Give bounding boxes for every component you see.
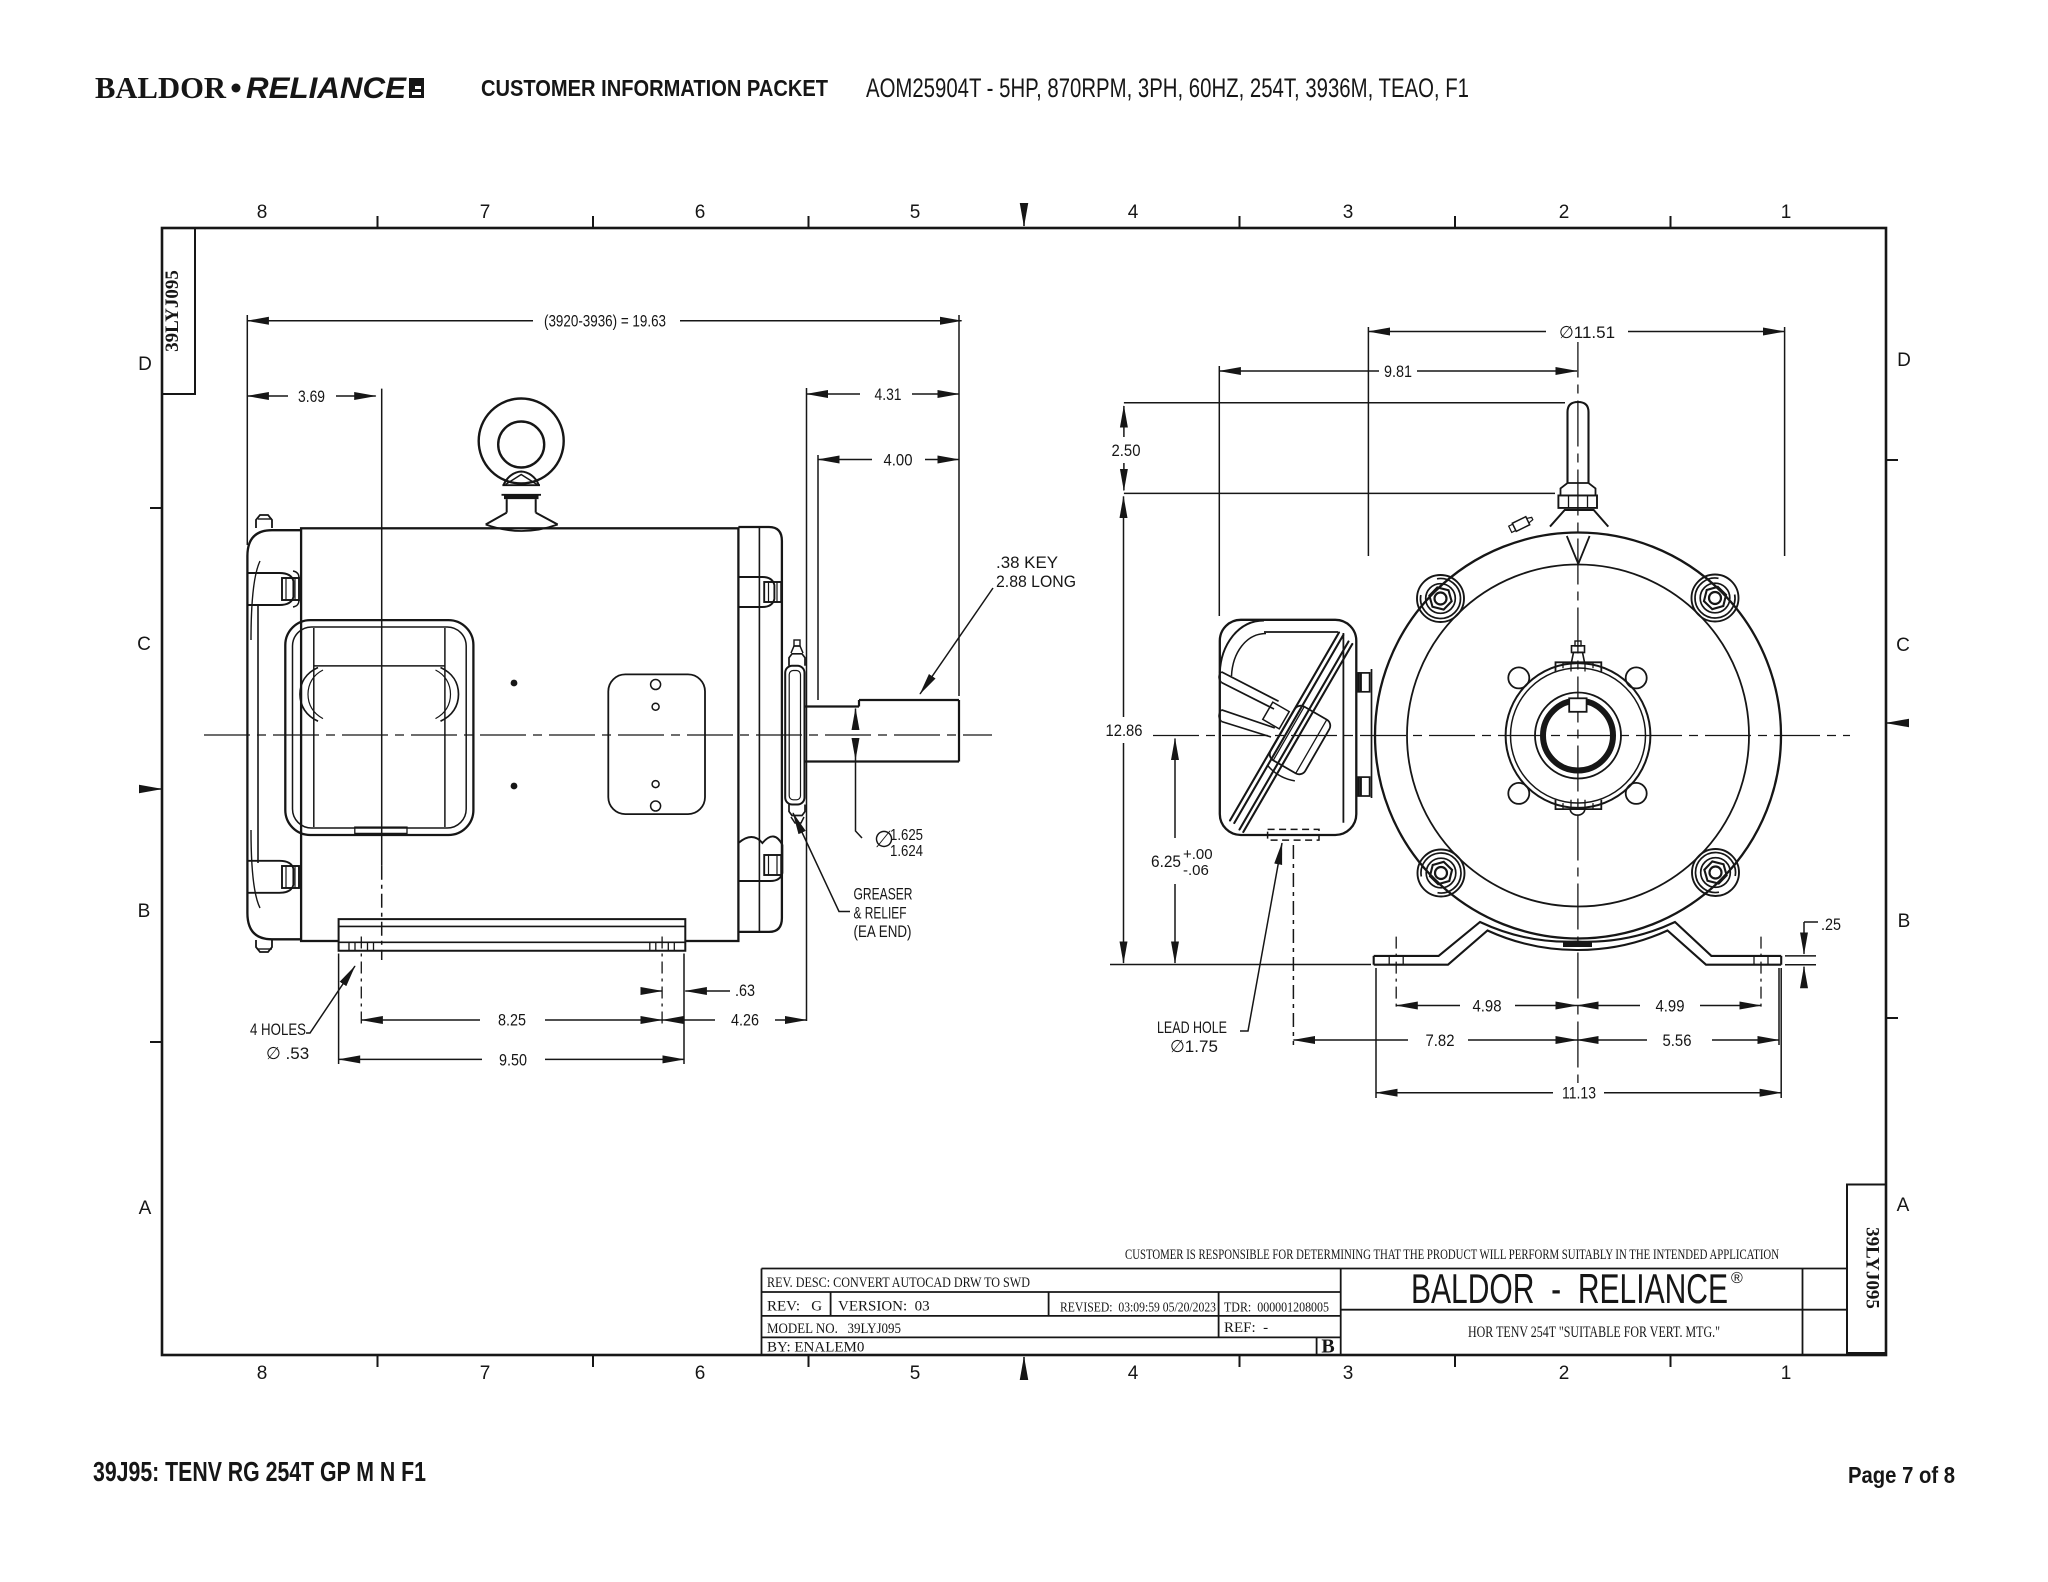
- svg-text:1.624: 1.624: [890, 843, 923, 860]
- svg-text:LEAD HOLE: LEAD HOLE: [1157, 1018, 1227, 1037]
- svg-text:4: 4: [1128, 1363, 1139, 1384]
- svg-text:8.25: 8.25: [498, 1011, 526, 1030]
- svg-text:1.625: 1.625: [890, 827, 923, 844]
- svg-text:∅11.51: ∅11.51: [1559, 323, 1615, 342]
- svg-text:39J95: TENV RG 254T GP M N F1: 39J95: TENV RG 254T GP M N F1: [93, 1456, 426, 1487]
- svg-text:3.69: 3.69: [298, 387, 325, 406]
- svg-text:4.99: 4.99: [1656, 997, 1685, 1016]
- svg-text:8: 8: [257, 1363, 268, 1384]
- svg-text:GREASER: GREASER: [854, 885, 913, 904]
- svg-text:6: 6: [695, 1363, 706, 1384]
- svg-text:BY: ENALEM0: BY: ENALEM0: [767, 1340, 864, 1356]
- svg-text:39LYJ095: 39LYJ095: [162, 270, 183, 352]
- svg-text:CUSTOMER INFORMATION PACKET: CUSTOMER INFORMATION PACKET: [481, 75, 828, 101]
- svg-text:∅ .53: ∅ .53: [266, 1044, 309, 1063]
- svg-text:.25: .25: [1821, 915, 1841, 934]
- svg-text:5: 5: [910, 202, 921, 223]
- svg-text:C: C: [1896, 635, 1910, 656]
- svg-text:2: 2: [1559, 1363, 1570, 1384]
- svg-text:∅: ∅: [874, 826, 894, 852]
- svg-text:-.06: -.06: [1183, 862, 1209, 879]
- svg-text:7: 7: [480, 1363, 491, 1384]
- svg-text:4.98: 4.98: [1473, 997, 1502, 1016]
- svg-text:REF: -: REF: -: [1224, 1320, 1268, 1336]
- svg-text:A: A: [139, 1198, 152, 1219]
- svg-text:4.31: 4.31: [875, 385, 902, 404]
- svg-text:REV. DESC: CONVERT AUTOCAD DRW: REV. DESC: CONVERT AUTOCAD DRW TO SWD: [767, 1275, 1030, 1291]
- svg-text:BALDOR - RELIANCE: BALDOR - RELIANCE: [1411, 1265, 1728, 1312]
- svg-text:3: 3: [1343, 202, 1354, 223]
- svg-text:Page 7 of 8: Page 7 of 8: [1848, 1462, 1955, 1488]
- svg-text:5: 5: [910, 1363, 921, 1384]
- svg-text:4.26: 4.26: [731, 1011, 759, 1030]
- svg-text:1: 1: [1781, 1363, 1792, 1384]
- svg-text:5.56: 5.56: [1663, 1031, 1692, 1050]
- svg-text:& RELIEF: & RELIEF: [854, 903, 907, 922]
- svg-text:∅1.75: ∅1.75: [1170, 1037, 1218, 1056]
- svg-text:39LYJ095: 39LYJ095: [1862, 1227, 1883, 1309]
- svg-text:D: D: [138, 354, 152, 375]
- svg-text:C: C: [137, 634, 151, 655]
- svg-text:A: A: [1897, 1195, 1910, 1216]
- svg-text:4.00: 4.00: [884, 451, 913, 470]
- svg-text:TDR: 000001208005: TDR: 000001208005: [1224, 1301, 1329, 1316]
- svg-text:(3920-3936) = 19.63: (3920-3936) = 19.63: [544, 312, 666, 331]
- svg-text:B: B: [138, 901, 151, 922]
- svg-text:B: B: [1898, 911, 1911, 932]
- svg-text:2.88 LONG: 2.88 LONG: [996, 572, 1076, 591]
- svg-text:VERSION: 03: VERSION: 03: [838, 1299, 930, 1315]
- svg-text:11.13: 11.13: [1562, 1084, 1596, 1103]
- svg-text:6: 6: [695, 202, 706, 223]
- svg-text:7.82: 7.82: [1426, 1031, 1455, 1050]
- svg-text:(EA END): (EA END): [854, 922, 912, 941]
- svg-text:7: 7: [480, 202, 491, 223]
- svg-text:AOM25904T - 5HP, 870RPM, 3PH,: AOM25904T - 5HP, 870RPM, 3PH, 60HZ, 254T…: [866, 73, 1469, 103]
- svg-text:9.81: 9.81: [1384, 362, 1412, 381]
- svg-text:+.00: +.00: [1183, 846, 1213, 863]
- svg-text:BALDOR: BALDOR: [95, 70, 227, 105]
- svg-text:6.25: 6.25: [1151, 852, 1181, 871]
- svg-text:REVISED: 03:09:59 05/20/2023: REVISED: 03:09:59 05/20/2023: [1060, 1301, 1216, 1316]
- svg-text:®: ®: [1731, 1270, 1743, 1287]
- svg-text:REV: G: REV: G: [767, 1299, 822, 1315]
- svg-text:MODEL NO. 39LYJ095: MODEL NO. 39LYJ095: [767, 1321, 901, 1337]
- svg-text:HOR TENV 254T "SUITABLE FOR VE: HOR TENV 254T "SUITABLE FOR VERT. MTG.": [1468, 1324, 1720, 1341]
- svg-text:D: D: [1897, 350, 1911, 371]
- svg-text:.38 KEY: .38 KEY: [996, 553, 1058, 572]
- svg-text:4: 4: [1128, 202, 1139, 223]
- svg-text:.63: .63: [735, 981, 755, 1000]
- svg-text:2.50: 2.50: [1112, 441, 1141, 460]
- svg-text:CUSTOMER IS RESPONSIBLE FOR DE: CUSTOMER IS RESPONSIBLE FOR DETERMINING …: [1125, 1247, 1779, 1263]
- svg-text:9.50: 9.50: [499, 1050, 527, 1069]
- svg-text:8: 8: [257, 202, 268, 223]
- svg-text:12.86: 12.86: [1106, 721, 1143, 740]
- svg-text:4 HOLES: 4 HOLES: [250, 1020, 306, 1039]
- svg-text:B: B: [1321, 1336, 1334, 1358]
- svg-text:1: 1: [1781, 202, 1792, 223]
- svg-text:3: 3: [1343, 1363, 1354, 1384]
- svg-text:2: 2: [1559, 202, 1570, 223]
- svg-text:RELIANCE: RELIANCE: [246, 72, 407, 105]
